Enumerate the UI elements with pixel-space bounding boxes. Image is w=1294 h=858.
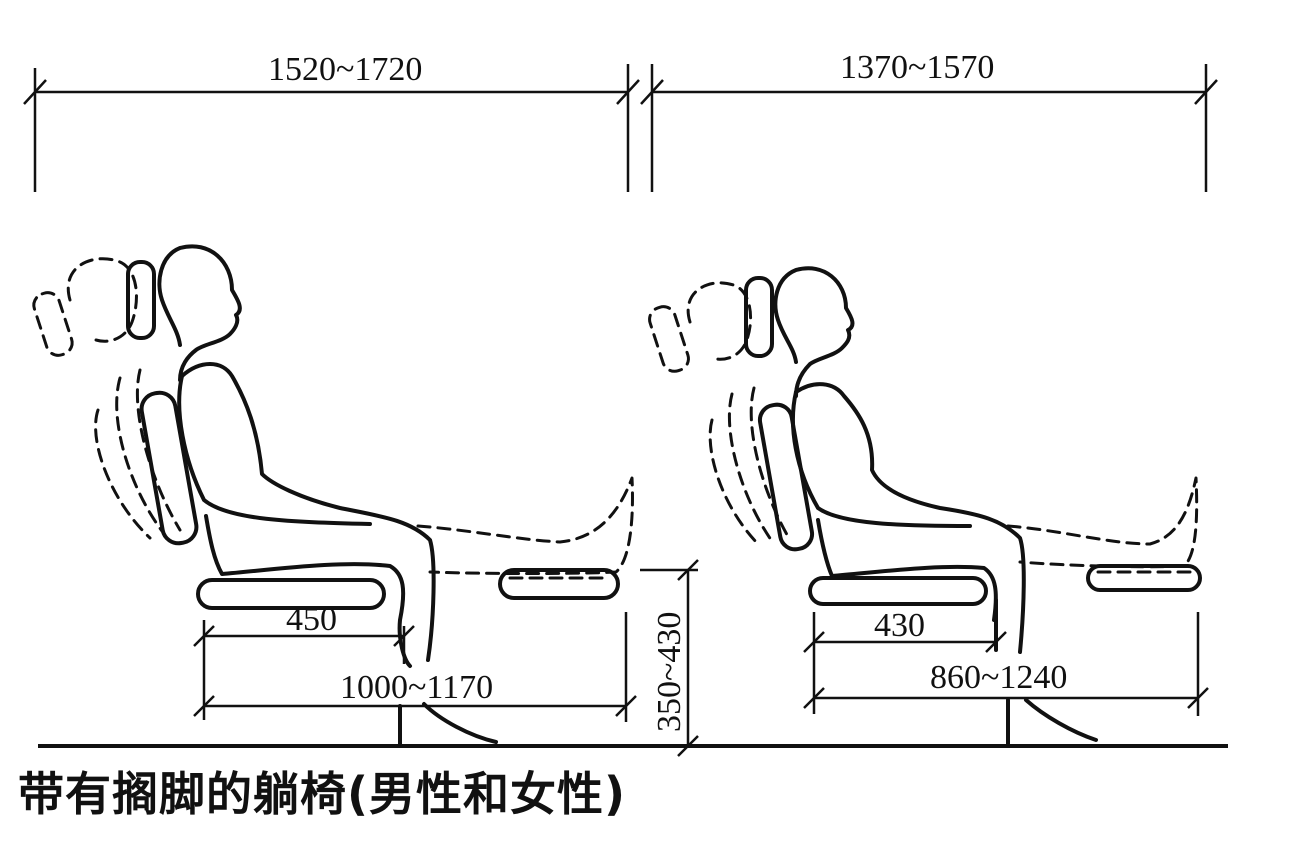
female-recliner-figure — [648, 266, 1202, 746]
female-seat-to-footrest-label: 860~1240 — [930, 659, 1067, 696]
male-seat-depth-dimension: 450 — [193, 601, 415, 720]
female-seat-to-footrest-dimension: 860~1240 — [803, 612, 1209, 716]
male-recliner-figure — [32, 244, 634, 746]
diagram-caption: 带有搁脚的躺椅(男性和女性) — [18, 767, 627, 821]
female-total-length-label: 1370~1570 — [840, 49, 994, 86]
top-dimension-male: 1520~1720 — [23, 51, 640, 192]
male-seat-to-footrest-dimension: 1000~1170 — [193, 612, 637, 722]
top-dimension-female: 1370~1570 — [640, 49, 1218, 192]
male-seat-depth-label: 450 — [286, 601, 337, 638]
male-seat-to-footrest-label: 1000~1170 — [340, 669, 493, 706]
seat-height-label: 350~430 — [651, 612, 688, 732]
female-seat-depth-label: 430 — [874, 607, 925, 644]
male-total-length-label: 1520~1720 — [268, 51, 422, 88]
female-seat-depth-dimension: 430 — [803, 607, 1007, 714]
seat-height-dimension: 350~430 — [640, 559, 699, 757]
